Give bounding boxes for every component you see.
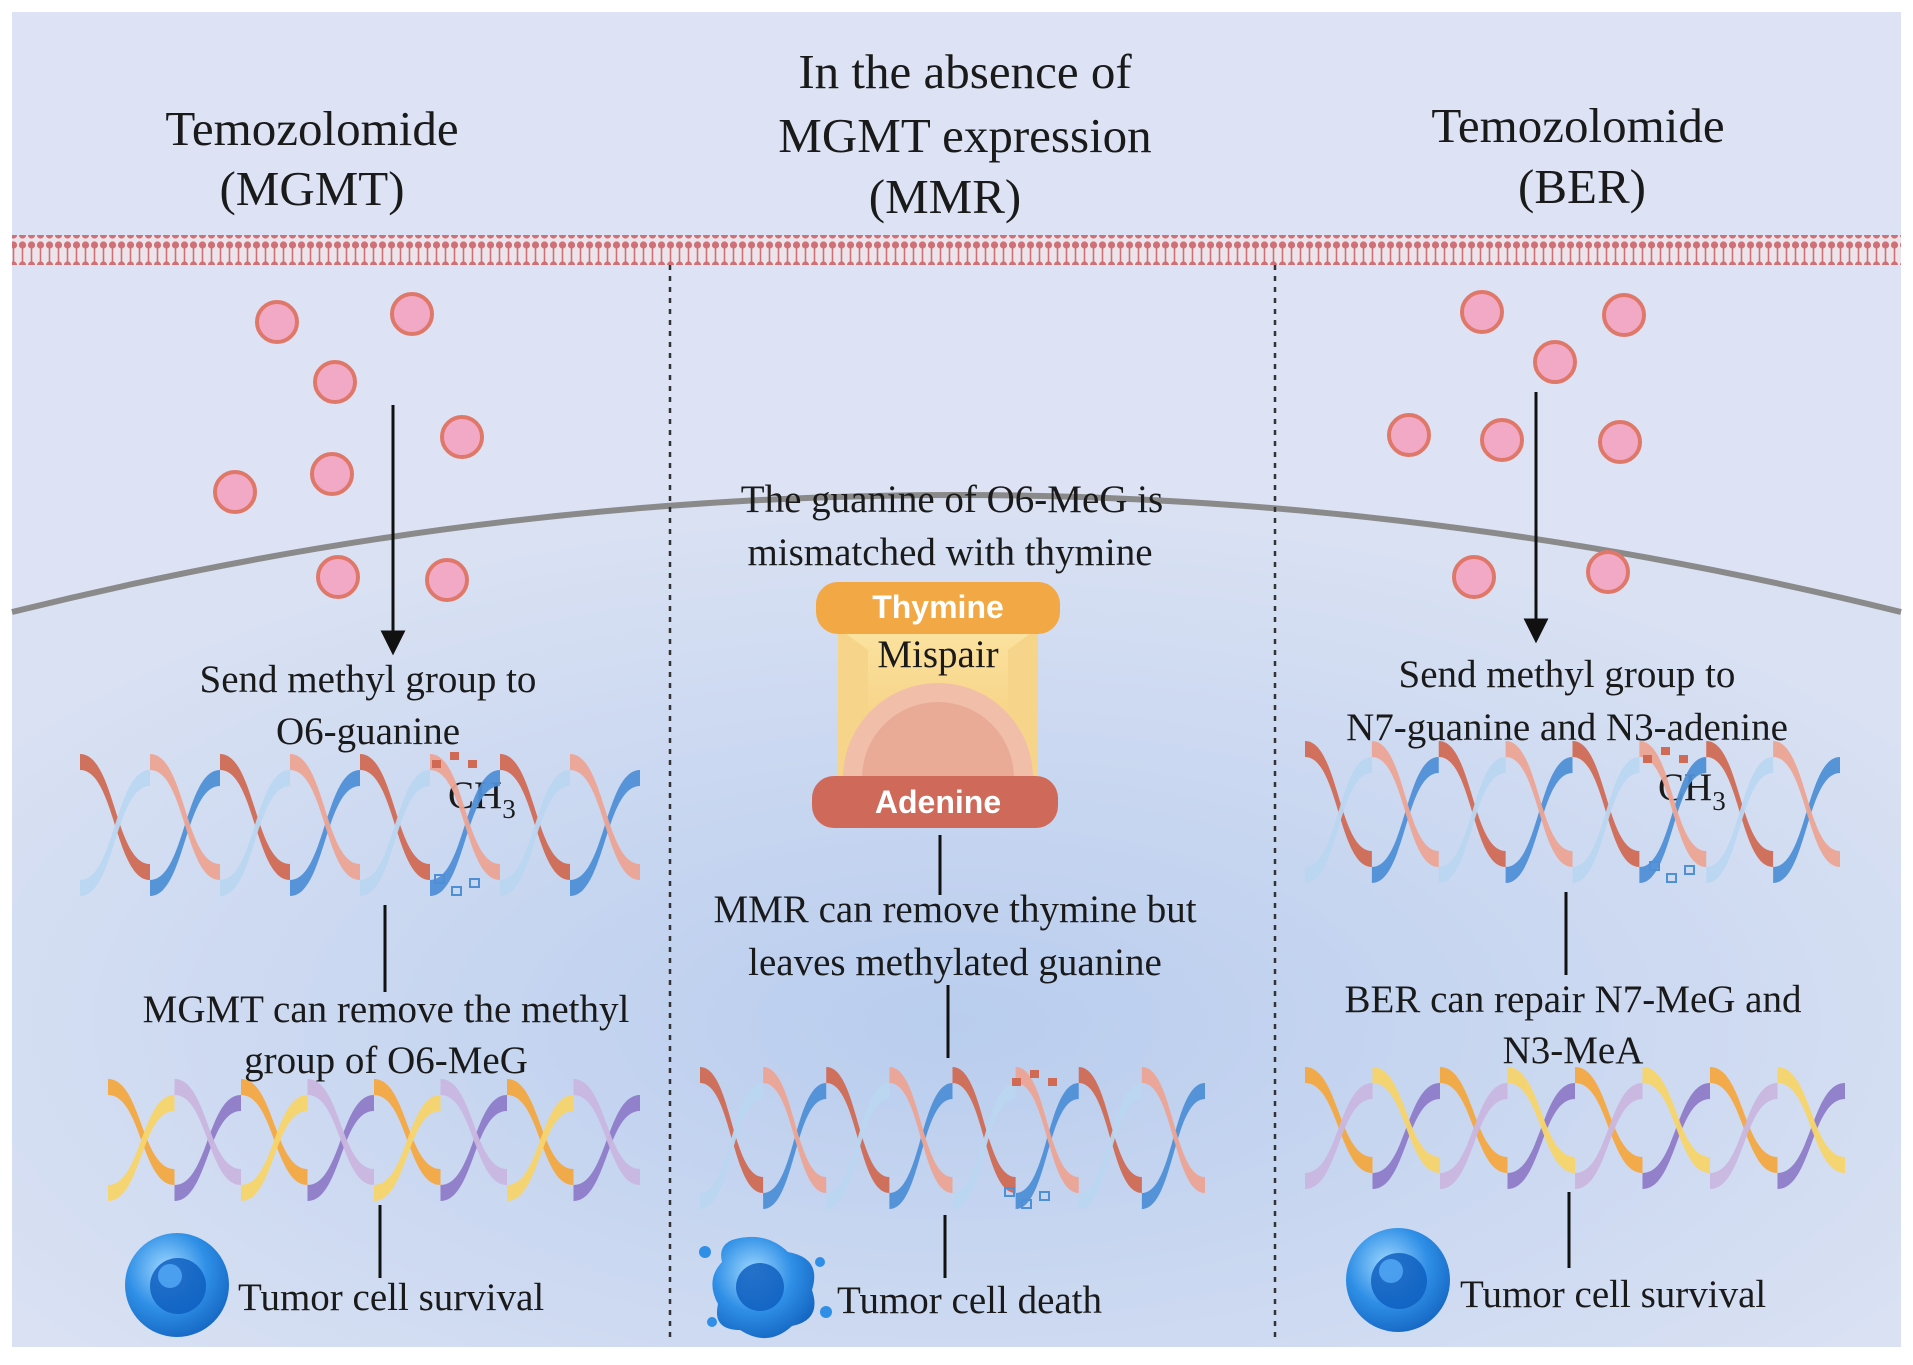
mgmt-outcome-label: Tumor cell survival — [238, 1276, 544, 1319]
svg-text:Send methyl group to: Send methyl group to — [200, 658, 537, 701]
header-mgmt: Temozolomide (MGMT) — [165, 101, 458, 216]
temozolomide-molecule — [390, 292, 434, 336]
temozolomide-molecule — [313, 360, 357, 404]
temozolomide-molecule — [1533, 340, 1577, 384]
svg-text:MGMT expression: MGMT expression — [778, 108, 1151, 163]
svg-text:BER can repair N7-MeG and: BER can repair N7-MeG and — [1344, 978, 1802, 1021]
temozolomide-molecule — [1460, 290, 1504, 334]
adenine-pill — [812, 776, 1058, 828]
mmr-outcome-label: Tumor cell death — [837, 1279, 1102, 1322]
temozolomide-molecules — [213, 290, 1646, 602]
dna-helices — [80, 741, 1845, 1209]
svg-text:(BER): (BER) — [1518, 159, 1646, 214]
mispair-label: Mispair — [877, 633, 998, 676]
dna-repaired-ber — [1305, 1067, 1845, 1189]
mgmt-step2-label: MGMT can remove the methyl group of O6-M… — [143, 988, 630, 1082]
svg-text:N7-guanine and N3-adenine: N7-guanine and N3-adenine — [1346, 706, 1788, 749]
svg-text:(MMR): (MMR) — [869, 169, 1021, 224]
svg-text:Adenine: Adenine — [875, 784, 1001, 820]
temozolomide-molecule — [1480, 418, 1524, 462]
arrow-mgmt-head — [380, 630, 406, 656]
svg-text:Temozolomide: Temozolomide — [1431, 98, 1724, 153]
mmr-step1-label: The guanine of O6-MeG is mismatched with… — [741, 478, 1163, 574]
svg-text:group of O6-MeG: group of O6-MeG — [244, 1039, 528, 1082]
dna-damaged-ber — [1305, 741, 1840, 883]
temozolomide-molecule — [1452, 555, 1496, 599]
header-mmr: In the absence of MGMT expression (MMR) — [778, 44, 1151, 224]
arrow-ber-head — [1523, 618, 1549, 644]
mgmt-step1-label: Send methyl group to O6-guanine — [200, 658, 537, 753]
dna-damaged-mgmt — [80, 752, 640, 896]
svg-text:Temozolomide: Temozolomide — [165, 101, 458, 156]
svg-text:mismatched with thymine: mismatched with thymine — [747, 531, 1152, 574]
ber-step2-label: BER can repair N7-MeG and N3-MeA — [1344, 978, 1802, 1072]
temozolomide-molecule — [255, 300, 299, 344]
tumor-cell-death-icon — [699, 1236, 832, 1339]
svg-text:Thymine: Thymine — [872, 589, 1004, 625]
tumor-cell-survival-icon-ber — [1346, 1228, 1450, 1332]
dna-damaged-mmr — [700, 1067, 1205, 1209]
svg-text:The guanine of O6-MeG is: The guanine of O6-MeG is — [741, 478, 1163, 521]
svg-text:leaves methylated guanine: leaves methylated guanine — [748, 941, 1162, 984]
temozolomide-molecule — [1602, 293, 1646, 337]
temozolomide-molecule — [1586, 550, 1630, 594]
temozolomide-molecule — [1387, 413, 1431, 457]
header-ber: Temozolomide (BER) — [1431, 98, 1724, 214]
temozolomide-molecule — [440, 415, 484, 459]
mmr-step2-label: MMR can remove thymine but leaves methyl… — [713, 888, 1196, 984]
dna-repaired-mgmt — [108, 1079, 640, 1201]
cell-membrane — [12, 235, 1901, 265]
temozolomide-molecule — [425, 558, 469, 602]
temozolomide-molecule — [310, 452, 354, 496]
svg-text:In the absence of: In the absence of — [798, 44, 1132, 99]
thymine-pill — [816, 582, 1060, 634]
svg-text:Send methyl group to: Send methyl group to — [1399, 653, 1736, 696]
svg-text:MMR can remove thymine but: MMR can remove thymine but — [713, 888, 1196, 931]
ber-step1-label: Send methyl group to N7-guanine and N3-a… — [1346, 653, 1788, 749]
temozolomide-molecule — [316, 555, 360, 599]
svg-text:N3-MeA: N3-MeA — [1503, 1029, 1644, 1072]
temozolomide-molecule — [213, 470, 257, 514]
svg-text:(MGMT): (MGMT) — [219, 161, 404, 216]
temozolomide-molecule — [1598, 420, 1642, 464]
svg-text:MGMT can remove the methyl: MGMT can remove the methyl — [143, 988, 630, 1031]
tumor-cell-survival-icon-mgmt — [125, 1233, 229, 1337]
svg-text:O6-guanine: O6-guanine — [276, 710, 460, 753]
connectors — [378, 392, 1571, 1278]
ber-outcome-label: Tumor cell survival — [1460, 1273, 1766, 1316]
nucleus-region — [12, 495, 1901, 1347]
mispair-graphic: Thymine Mispair Adenine — [812, 582, 1060, 828]
